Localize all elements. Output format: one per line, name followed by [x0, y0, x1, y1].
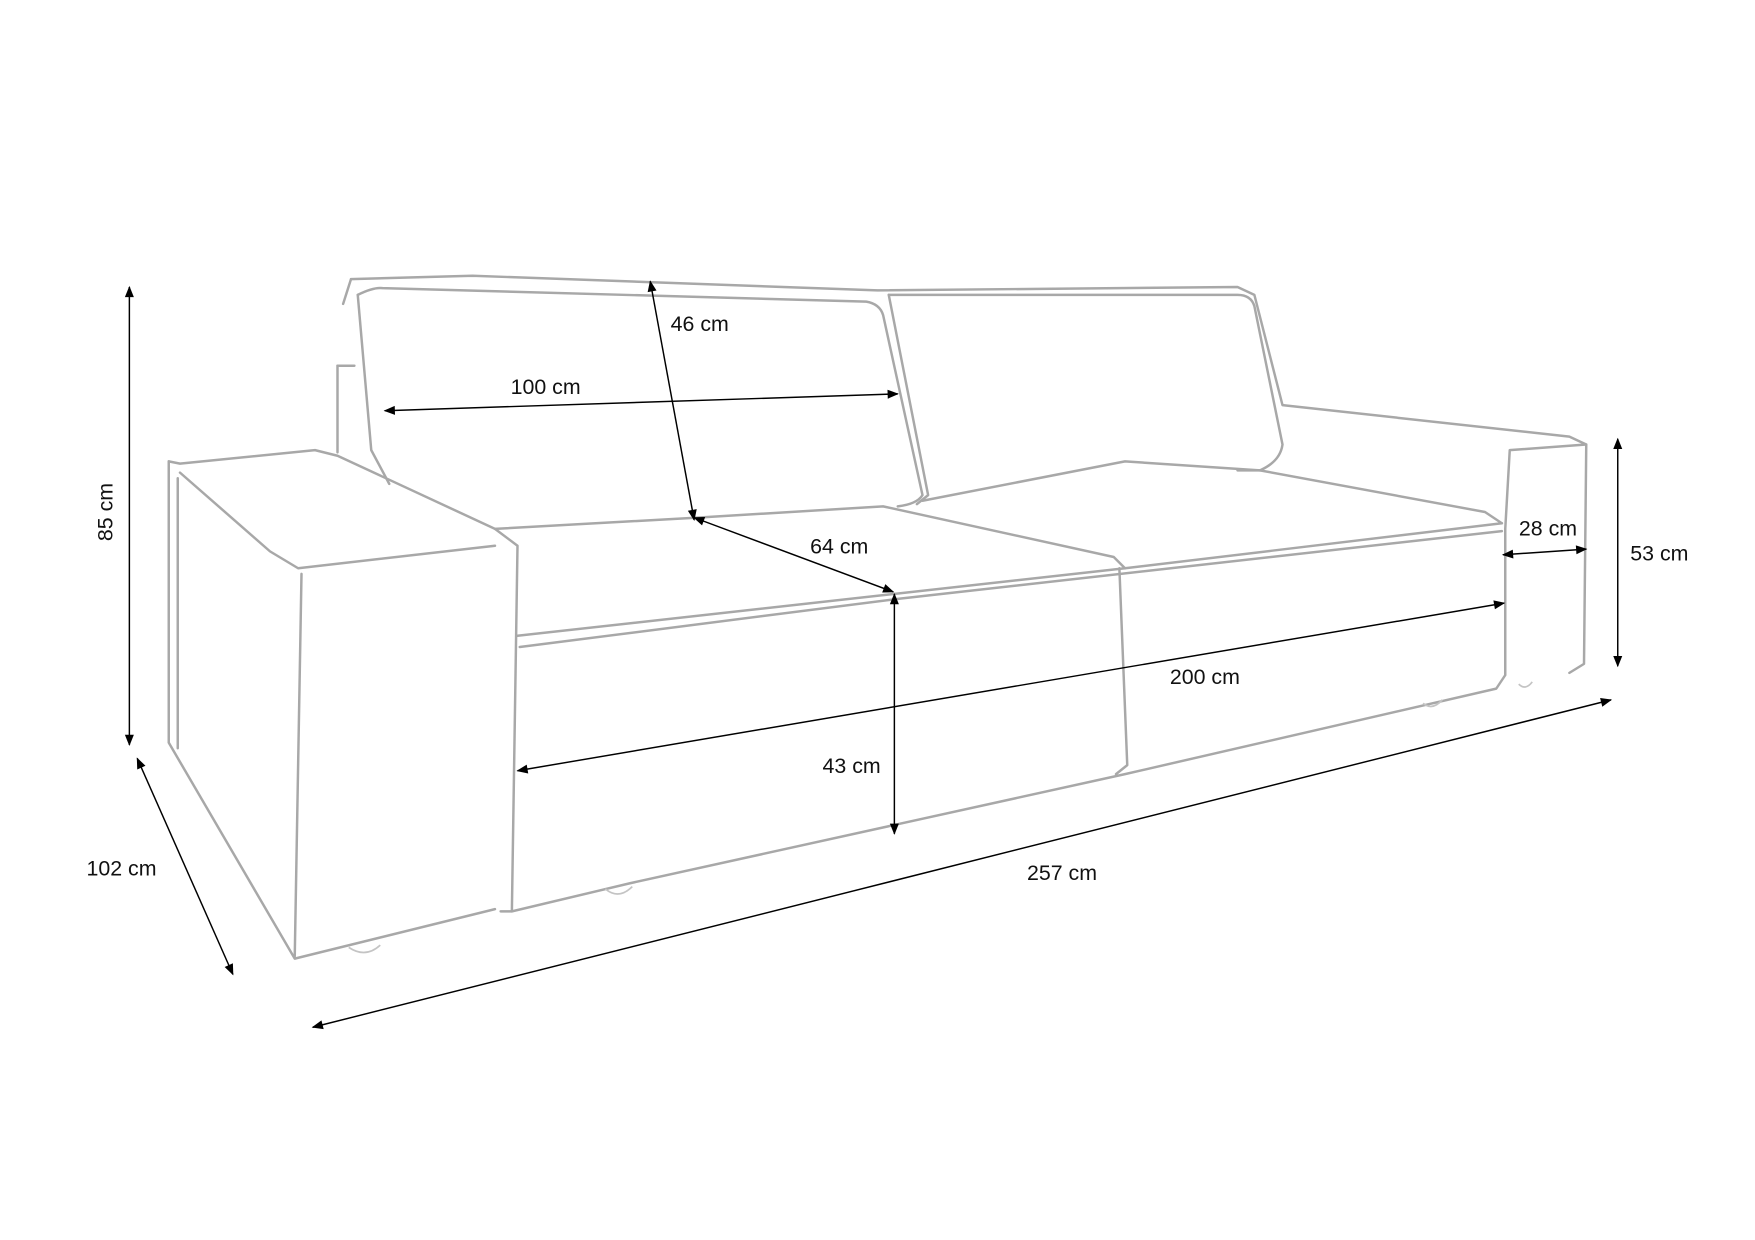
seat-depth-dimension-line	[693, 516, 895, 593]
total-width-label: 257 cm	[1027, 861, 1097, 885]
armrest-width-label: 28 cm	[1519, 517, 1577, 541]
seat-height-label: 43 cm	[823, 754, 881, 778]
sofa-outline	[167, 274, 1588, 960]
backrest-height-label: 46 cm	[671, 312, 729, 336]
depth-label: 102 cm	[86, 856, 156, 880]
dimension-lines	[124, 280, 1623, 1030]
backrest-width-label: 100 cm	[511, 375, 581, 399]
backrest-width-dimension-line	[383, 389, 899, 415]
armrest-width-dimension-line	[1501, 545, 1588, 559]
width-dimension-line	[311, 697, 1613, 1030]
armrest-height-label: 53 cm	[1630, 541, 1688, 565]
seat-width-label: 200 cm	[1170, 665, 1240, 689]
depth-dimension-line	[136, 757, 234, 976]
seat-width-dimension-line	[516, 600, 1506, 774]
seat-depth-label: 64 cm	[810, 535, 868, 559]
dimension-labels: 85 cm 102 cm 257 cm 46 cm 100 cm 64 cm 4…	[86, 312, 1688, 885]
total-height-label: 85 cm	[94, 483, 118, 541]
